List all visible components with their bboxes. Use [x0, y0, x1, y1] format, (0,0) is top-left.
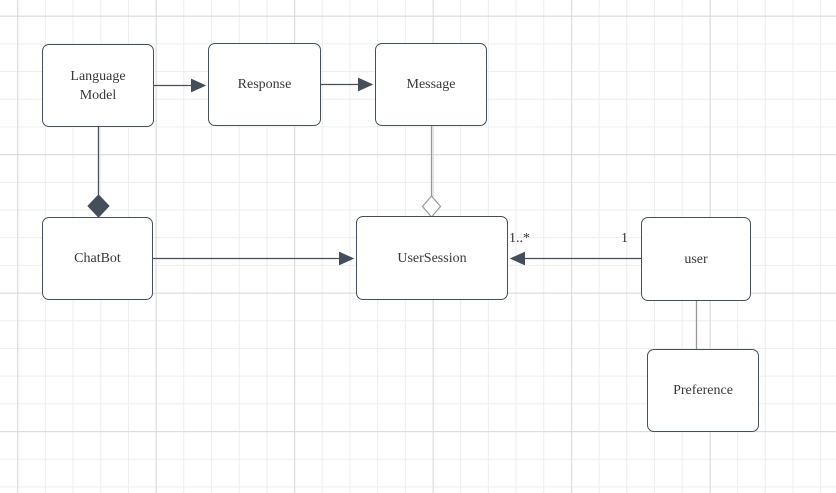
node-message[interactable]: Message: [375, 43, 487, 126]
node-response-label: Response: [237, 77, 292, 92]
composition-diamond-icon: [87, 194, 110, 218]
node-chatbot-label: ChatBot: [74, 251, 121, 266]
node-response[interactable]: Response: [208, 43, 321, 126]
aggregation-diamond-icon: [421, 195, 442, 218]
node-user[interactable]: user: [641, 217, 751, 301]
node-preference[interactable]: Preference: [647, 349, 759, 432]
node-language-model-label: Language Model: [70, 68, 126, 103]
node-user-label: user: [684, 251, 708, 267]
node-usersession[interactable]: UserSession: [356, 216, 508, 300]
node-preference-label: Preference: [673, 383, 733, 398]
node-language-model[interactable]: Language Model: [42, 44, 154, 127]
node-chatbot[interactable]: ChatBot: [42, 217, 153, 300]
multiplicity-label-user: 1: [621, 231, 628, 246]
node-usersession-label: UserSession: [397, 250, 467, 266]
node-message-label: Message: [406, 77, 456, 92]
multiplicity-label-usersession: 1..*: [509, 231, 530, 246]
